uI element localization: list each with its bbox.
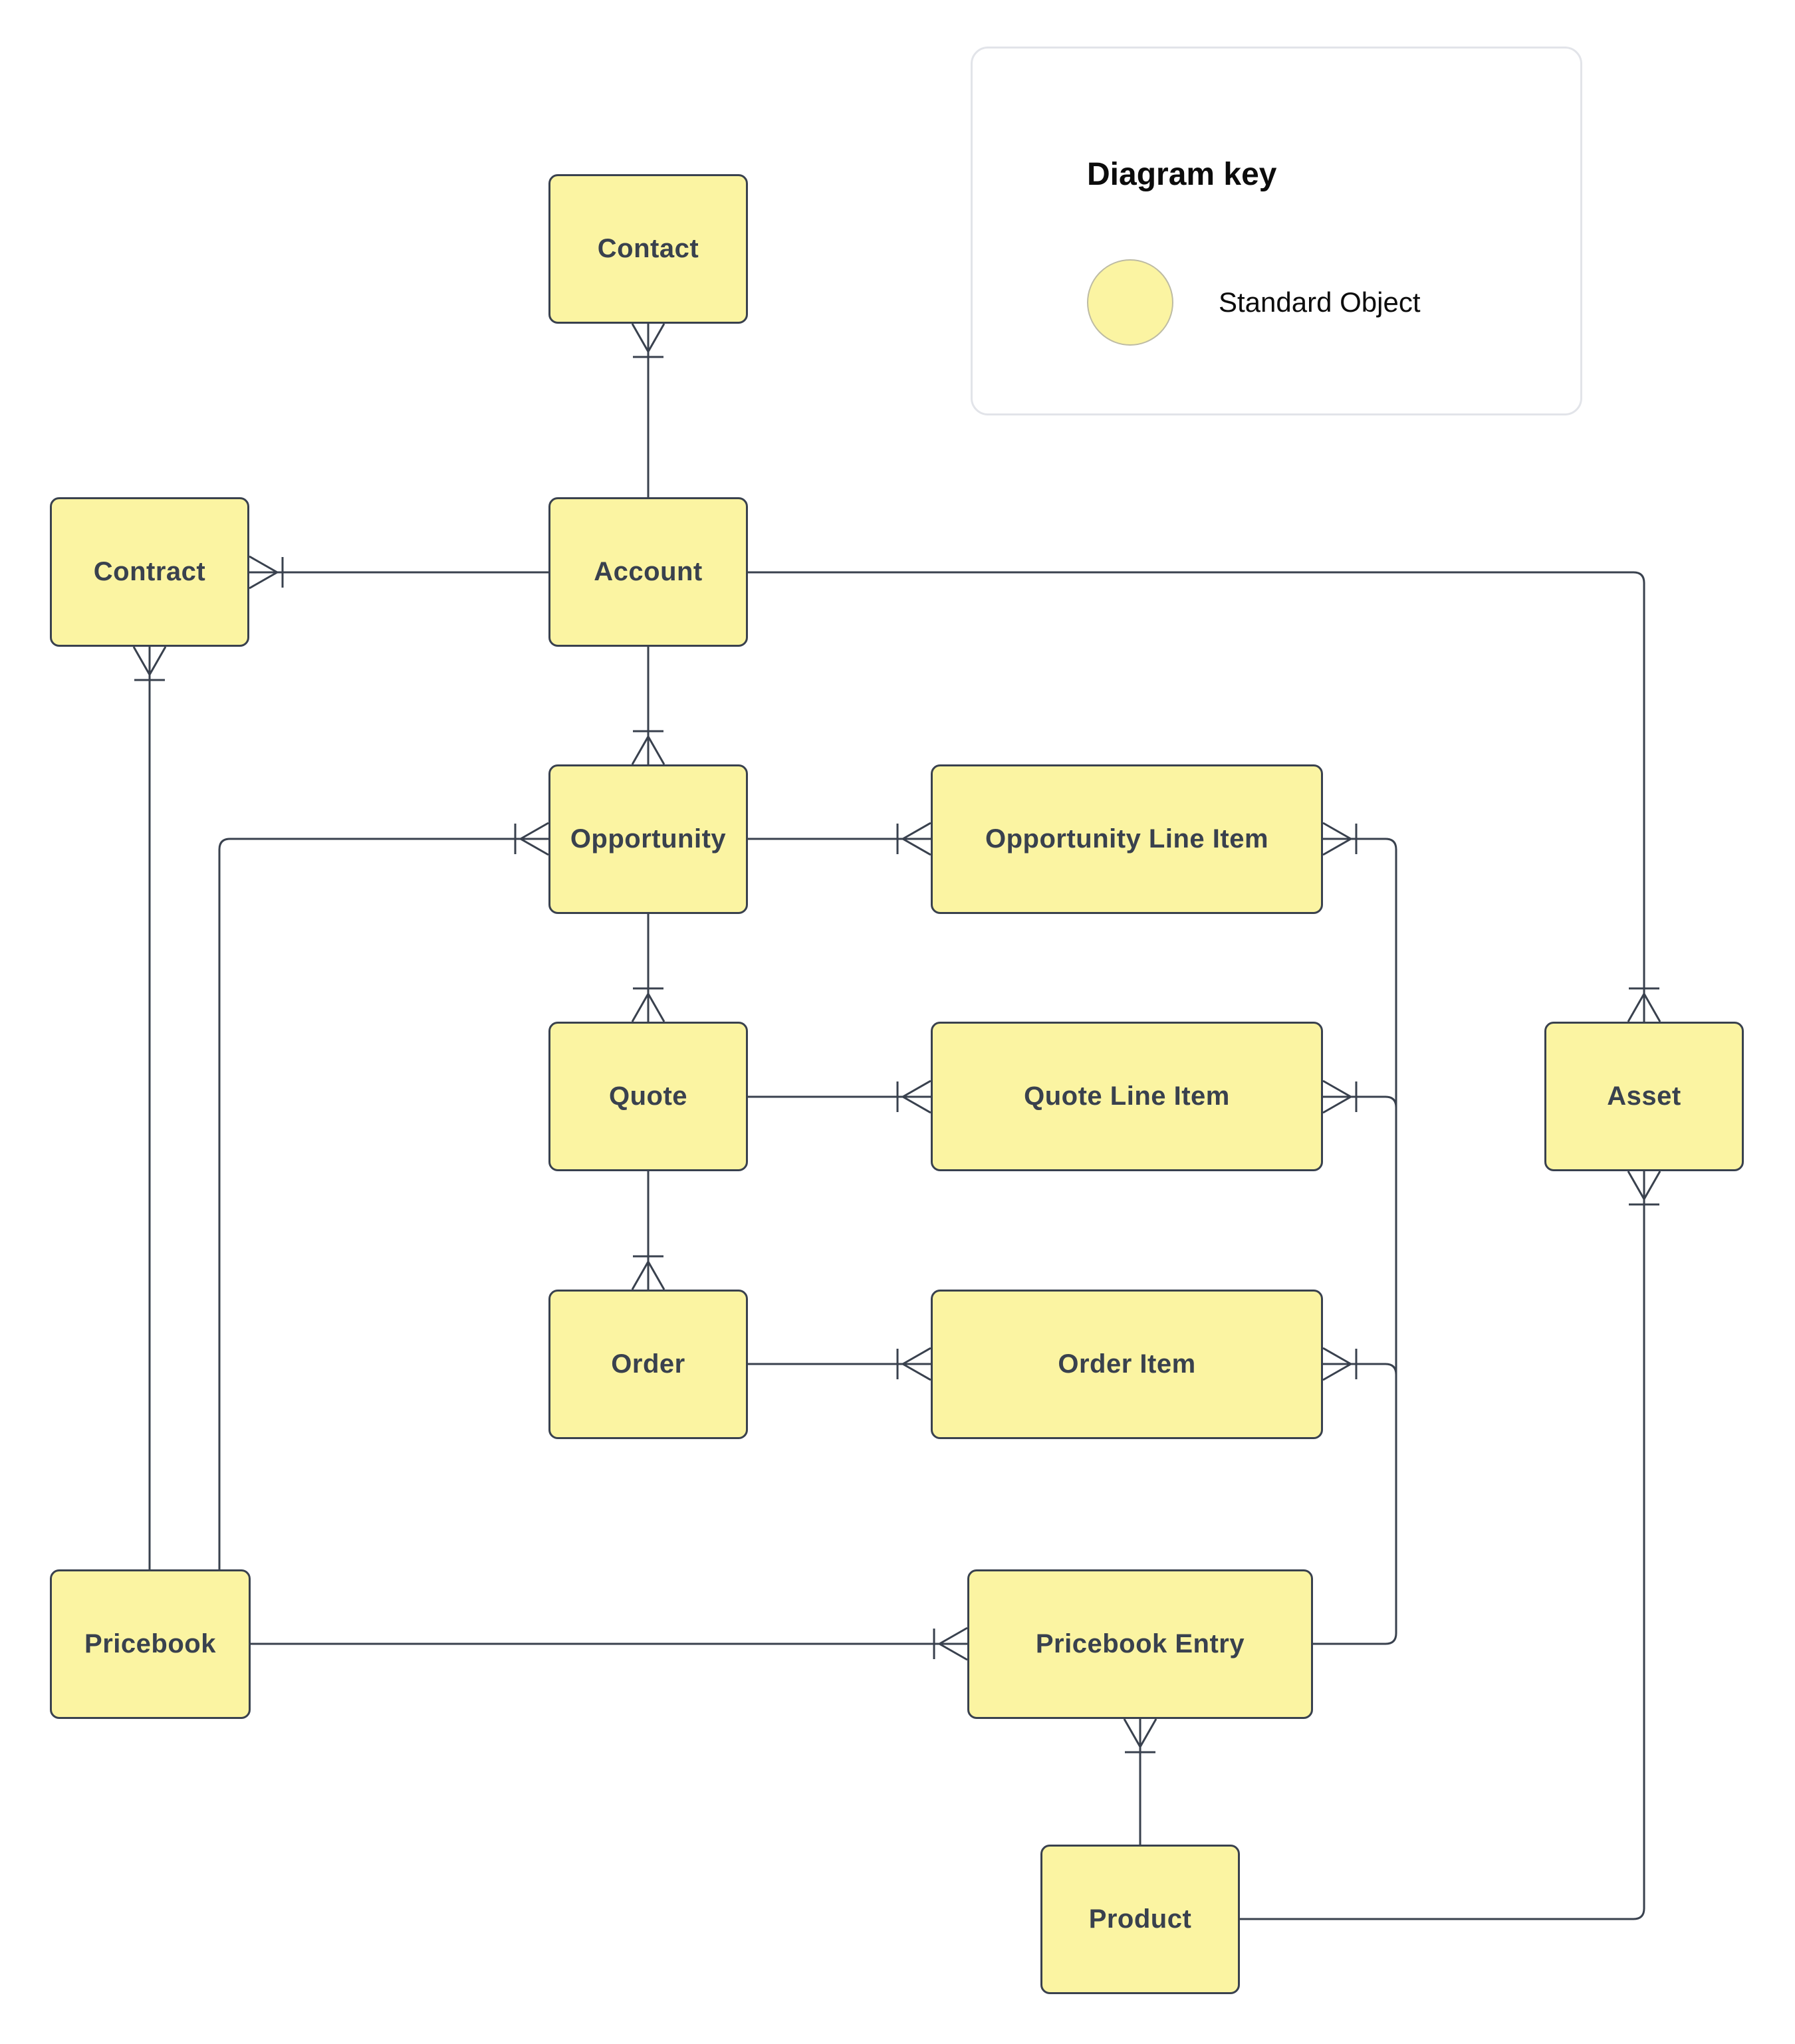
many-marker-quote: [631, 987, 665, 1022]
node-orderitem: Order Item: [931, 1290, 1323, 1439]
node-label-pricebook: Pricebook: [84, 1629, 216, 1658]
node-order: Order: [548, 1290, 748, 1439]
edge-orderitem-pbe-connector: [1323, 1363, 1397, 1407]
many-marker-asset: [1627, 987, 1661, 1022]
node-label-opportunity: Opportunity: [570, 824, 727, 853]
node-label-pbe: Pricebook Entry: [1035, 1629, 1245, 1658]
node-pricebook: Pricebook: [50, 1569, 251, 1719]
edge-account-asset: [748, 571, 1645, 1022]
node-quote: Quote: [548, 1022, 748, 1171]
many-marker-opportunity: [631, 730, 665, 765]
node-label-order: Order: [611, 1349, 685, 1379]
node-pbe: Pricebook Entry: [967, 1569, 1313, 1719]
node-label-asset: Asset: [1607, 1081, 1681, 1111]
edge-oli-pbe: [1313, 838, 1397, 1645]
many-marker-qli: [1322, 1079, 1358, 1114]
diagram-key-title: Diagram key: [1087, 157, 1277, 192]
node-qli: Quote Line Item: [931, 1022, 1323, 1171]
many-marker-asset: [1627, 1171, 1661, 1206]
node-opportunity: Opportunity: [548, 764, 748, 914]
node-label-qli: Quote Line Item: [1024, 1081, 1230, 1111]
many-marker-opportunity: [514, 822, 549, 856]
many-marker-contract: [249, 555, 284, 590]
node-label-quote: Quote: [608, 1081, 688, 1111]
node-oli: Opportunity Line Item: [931, 764, 1323, 914]
node-account: Account: [548, 497, 748, 647]
node-contract: Contract: [50, 497, 249, 647]
many-marker-qli: [896, 1079, 931, 1114]
many-marker-contract: [132, 646, 167, 681]
many-marker-pbe: [933, 1627, 968, 1661]
many-marker-oli: [896, 822, 931, 856]
many-marker-pbe: [1123, 1718, 1157, 1754]
node-label-oli: Opportunity Line Item: [985, 824, 1269, 853]
node-asset: Asset: [1544, 1022, 1744, 1171]
node-label-product: Product: [1088, 1904, 1192, 1934]
many-marker-contact: [631, 323, 665, 358]
many-marker-orderitem: [1322, 1347, 1358, 1381]
node-label-contact: Contact: [597, 234, 699, 263]
node-label-account: Account: [594, 557, 703, 586]
many-marker-order: [631, 1255, 665, 1290]
node-contact: Contact: [548, 174, 748, 324]
many-marker-oli: [1322, 822, 1358, 856]
diagram-key-panel: Diagram key Standard Object: [971, 47, 1582, 415]
standard-object-label: Standard Object: [1219, 286, 1421, 318]
many-marker-orderitem: [896, 1347, 931, 1381]
standard-object-circle-swatch: [1087, 259, 1173, 346]
node-label-contract: Contract: [93, 557, 206, 586]
edge-pricebook-opportunity: [218, 838, 548, 1569]
edge-qli-pbe-connector: [1323, 1095, 1397, 1140]
node-label-orderitem: Order Item: [1058, 1349, 1196, 1379]
edge-product-asset: [1240, 1171, 1645, 1920]
legend-row-standard-object: Standard Object: [1087, 259, 1421, 346]
node-product: Product: [1040, 1845, 1240, 1994]
